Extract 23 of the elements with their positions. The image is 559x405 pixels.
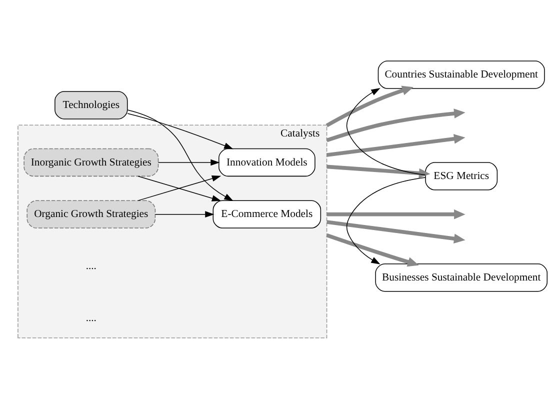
node-box: E-Commerce Models [212, 200, 322, 228]
node-box: ESG Metrics [425, 162, 498, 190]
arrow [154, 211, 214, 218]
node-box: Businesses Sustainable Development [375, 264, 548, 292]
arrow [326, 108, 466, 142]
label: .... [86, 312, 96, 324]
arrow [346, 177, 426, 264]
arrow [326, 233, 419, 267]
node-box: Inorganic Growth Strategies [24, 148, 159, 177]
arrow [326, 164, 430, 178]
arrow [127, 113, 234, 150]
arrow [326, 134, 466, 157]
node-box: Technologies [54, 91, 128, 120]
arrow [326, 209, 466, 220]
arrow [158, 159, 220, 166]
node-box: Organic Growth Strategies [26, 200, 156, 228]
arrow [326, 220, 466, 244]
label: .... [86, 260, 96, 272]
arrow [127, 110, 234, 202]
node-box: Innovation Models [218, 148, 316, 177]
arrow [326, 86, 414, 128]
node-box: Countries Sustainable Development [378, 60, 545, 89]
arrow [346, 88, 426, 176]
